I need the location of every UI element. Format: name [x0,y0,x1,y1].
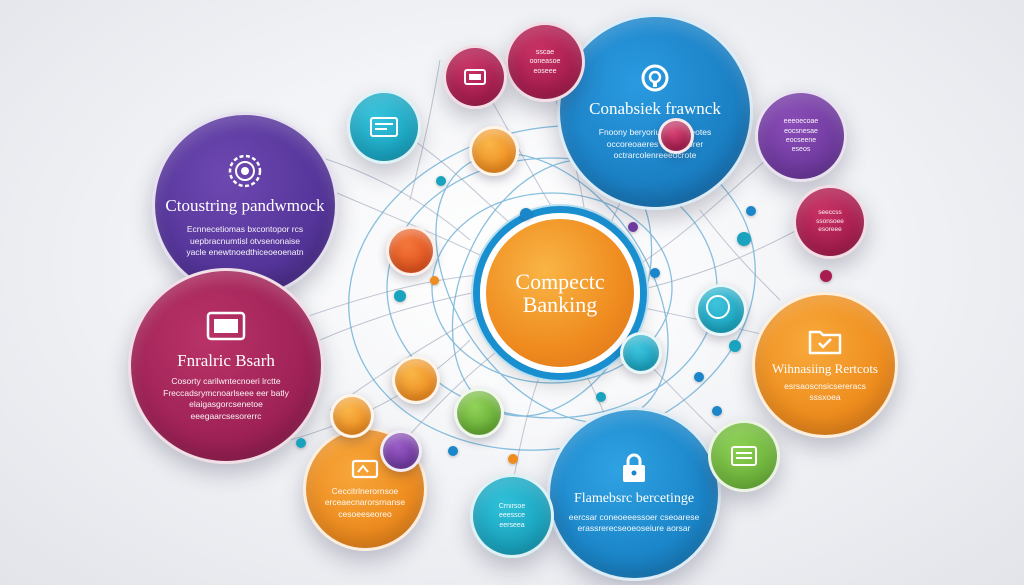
dot [508,454,518,464]
dot [729,340,741,352]
card-text-line: Freccadsrymcnoarlseee eer batly [163,387,289,398]
dot [520,208,532,220]
gear-icon [228,155,262,188]
node-teal-target[interactable] [695,284,747,336]
dot [694,372,704,382]
node-teal-screen[interactable] [347,90,421,164]
dot [296,438,306,448]
card-text-line: eseos [791,146,811,154]
card-title: Flamebsrc bercetinge [573,491,695,507]
node-red-right[interactable] [658,118,694,154]
card-text-line: eeegaarcsesorerrc [190,410,262,421]
card-text-line: esoreee [818,226,842,234]
card-text-line: eercsar coneoeeessoer cseoarese [568,511,700,522]
node-red-card[interactable] [443,45,507,109]
node-purple[interactable] [380,430,422,472]
node-green[interactable] [454,388,504,438]
card-title: Conabsiek frawnck [589,99,721,119]
card-title: Fnralric Bsarh [177,350,275,370]
document-icon [464,69,486,85]
dot [712,406,722,416]
card-orange-right[interactable]: Wihnasiing Rertcots esrsaoscnsicsereracs… [752,292,898,438]
dot [448,446,458,456]
card-text-line: ooneasoe [529,58,561,66]
card-text-line: Crnirsoe [498,502,526,510]
dot [394,290,406,302]
card-text-line: uepbracnumtisl otvsenonaise [189,235,301,246]
center-hub[interactable]: Compectc Banking [480,213,640,373]
lock-icon [641,64,669,92]
card-text-line: eeessce [498,512,526,520]
card-text-line: Ecnnecetiomas bxcontopor rcs [186,224,304,235]
card-teal-small[interactable]: Crnirsoe eeessce eerseea [470,474,554,558]
card-text-line: erassrerecseoeoseiure aorsar [577,523,691,534]
dot [596,392,606,402]
card-text-line: Ceccitrlnerornsoe [331,485,399,496]
node-teal-2[interactable] [620,332,662,374]
card-icon [351,459,379,478]
card-blue-bottom[interactable]: Flamebsrc bercetinge eercsar coneoeeesso… [547,407,721,581]
card-text-line: esrsaoscnsicsereracs [784,380,866,391]
monitor-icon [206,311,246,340]
card-text-line: Fnoony beryoriuik lisnsaeotes [598,127,712,138]
card-text-line: seeccss [818,208,842,216]
node-orange-1[interactable] [469,126,519,176]
card-text-line: eeeoecoae [783,118,819,126]
card-text-line: cesoeeseoreo [338,508,392,519]
dot [430,276,439,285]
dot [628,222,638,232]
card-text-line: Cosorty carilwntecnoeri lrctte [171,376,281,387]
card-text-line: eocseene [785,137,817,144]
list-icon [731,446,757,466]
center-title-line1: Compectc [515,268,605,294]
card-title: Ctoustring pandwmock [165,196,325,216]
dot [737,232,751,246]
dot [436,176,446,186]
folder-icon [808,331,842,355]
card-text-line: occoreoaeres tecritifaorer [606,138,704,149]
dot [746,206,756,216]
card-text-line: eerseea [499,521,525,529]
dot [650,268,660,278]
card-text-line: eoseee [533,67,557,75]
center-title-line2: Banking [522,292,598,317]
card-text-line: sssxoea [809,392,841,403]
node-red-orange[interactable] [386,226,436,276]
card-title: Wihnasiing Rertcots [772,361,878,377]
dot [820,270,832,282]
card-purple-left[interactable]: Ctoustring pandwmock Ecnnecetiomas bxcon… [152,112,338,298]
card-text-line: eocsnesae [784,127,818,135]
node-orange-3[interactable] [330,394,374,438]
shield-icon [623,453,645,483]
card-text-line: yacle enewtnoedthiceoeoenatn [186,247,304,258]
card-magenta-left[interactable]: Fnralric Bsarh Cosorty carilwntecnoeri l… [128,268,324,464]
card-text-line: elaigasgorcsenetoe [189,399,263,410]
card-text-line: ssonsoee [816,217,844,225]
card-text-line: sscae [535,48,555,56]
card-text-line: octrarcolenreeeocrote [613,150,697,161]
card-purple-right[interactable]: eeeoecoae eocsnesae eocseene eseos [755,90,847,182]
screen-icon [370,117,398,137]
node-orange-2[interactable] [392,356,440,404]
chat-icon [706,295,730,319]
card-text-line: erceaecnarorsrnanse [324,497,406,508]
card-red-right[interactable]: seeccss ssonsoee esoreee [793,185,867,259]
node-green-list[interactable] [708,420,780,492]
card-red-top[interactable]: sscae ooneasoe eoseee [505,22,585,102]
card-blue-top[interactable]: Conabsiek frawnck Fnoony beryoriuik lisn… [557,14,753,210]
